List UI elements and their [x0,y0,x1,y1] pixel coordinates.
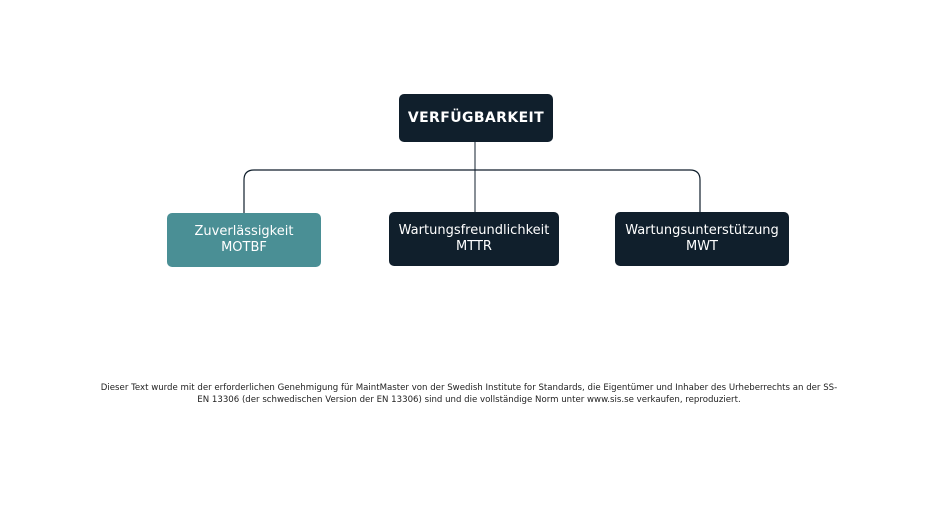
child-node-maintenance-support: Wartungsunterstützung MWT [615,212,789,266]
node-title-reliability: Zuverlässigkeit [194,224,294,239]
node-title-maintainability: Wartungsfreundlichkeit [398,223,550,238]
connector-horizontal-bar [243,169,701,213]
node-code-reliability: MOTBF [221,240,267,255]
node-title-maintenance-support: Wartungsunterstützung [625,223,779,238]
node-code-maintenance-support: MWT [685,239,718,254]
node-code-maintainability: MTTR [456,239,492,254]
child-node-reliability: Zuverlässigkeit MOTBF [167,213,321,267]
child-node-maintainability: Wartungsfreundlichkeit MTTR [389,212,559,266]
copyright-footnote: Dieser Text wurde mit der erforderlichen… [100,383,838,405]
root-node-label: VERFÜGBARKEIT [407,110,545,126]
root-node-availability: VERFÜGBARKEIT [399,94,553,142]
